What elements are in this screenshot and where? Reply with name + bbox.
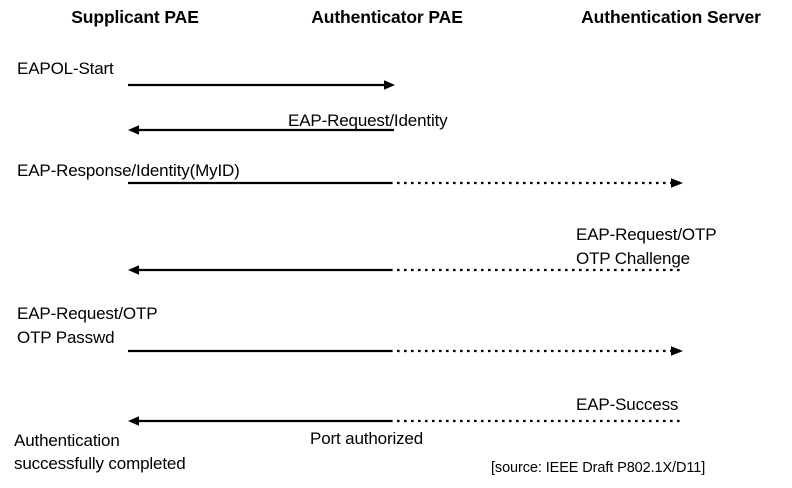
message-label-eapol-start: EAPOL-Start	[17, 59, 114, 78]
annotation-authentication-complete-line2: successfully completed	[14, 454, 186, 473]
message-arrow-eap-success	[120, 414, 695, 428]
message-label-eap-request-identity: EAP-Request/Identity	[288, 111, 448, 130]
message-arrow-eapol-start	[120, 78, 410, 92]
column-header-authentication-server: Authentication Server	[581, 7, 761, 27]
message-arrow-eap-request-identity	[120, 123, 410, 137]
message-arrow-eap-response-identity	[120, 176, 695, 190]
message-label-eap-request-otp-challenge-line1: EAP-Request/OTP	[576, 225, 717, 244]
message-arrow-eap-request-otp-passwd	[120, 344, 695, 358]
annotation-authentication-complete-line1: Authentication	[14, 431, 120, 450]
annotation-port-authorized: Port authorized	[310, 429, 424, 448]
message-arrow-eap-request-otp-challenge	[120, 263, 695, 277]
message-label-eap-request-otp-passwd-line2: OTP Passwd	[17, 328, 115, 347]
message-label-eap-response-identity: EAP-Response/Identity(MyID)	[17, 161, 240, 180]
column-header-supplicant-pae: Supplicant PAE	[71, 7, 199, 27]
source-citation: [source: IEEE Draft P802.1X/D11]	[491, 460, 706, 476]
message-label-eap-request-otp-challenge-line2: OTP Challenge	[576, 249, 690, 268]
message-label-eap-success: EAP-Success	[576, 395, 679, 414]
message-label-eap-request-otp-passwd-line1: EAP-Request/OTP	[17, 304, 158, 323]
column-header-authenticator-pae: Authenticator PAE	[311, 7, 463, 27]
